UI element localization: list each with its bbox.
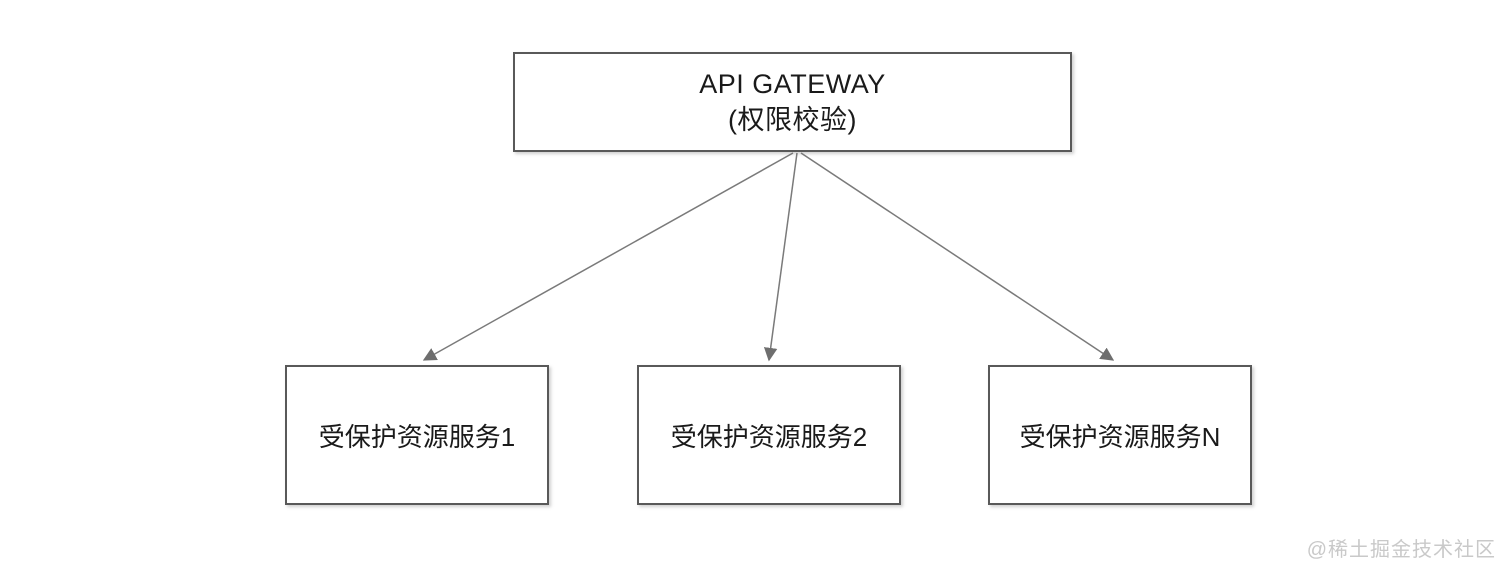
gateway-title: API GATEWAY — [699, 69, 886, 99]
arrow-gateway-to-service-1 — [422, 152, 794, 361]
service-1-label: 受保护资源服务1 — [318, 421, 516, 452]
gateway-subtitle: (权限校验) — [728, 105, 857, 135]
service-2-label: 受保护资源服务2 — [670, 421, 868, 452]
node-service-1: 受保护资源服务1 — [285, 365, 549, 505]
arrow-gateway-to-service-n — [800, 152, 1115, 361]
node-api-gateway: API GATEWAY (权限校验) — [513, 52, 1072, 152]
watermark: @稀土掘金技术社区 — [1306, 539, 1496, 561]
node-service-2: 受保护资源服务2 — [637, 365, 901, 505]
node-service-n: 受保护资源服务N — [988, 365, 1252, 505]
arrow-gateway-to-service-2 — [763, 152, 798, 362]
service-n-label: 受保护资源服务N — [1019, 421, 1221, 452]
